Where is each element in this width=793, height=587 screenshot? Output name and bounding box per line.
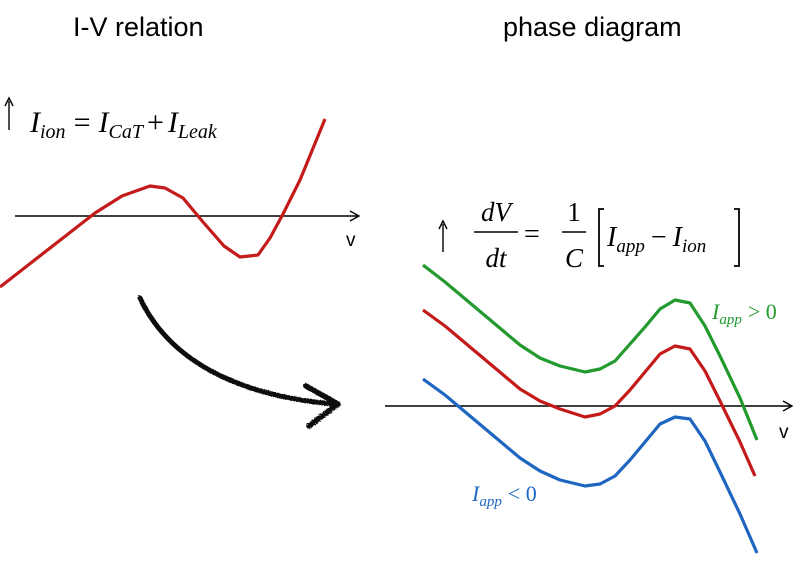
phase-diagram-title: phase diagram	[503, 12, 682, 42]
iv-relation-title: I-V relation	[73, 12, 204, 42]
eq-dv: dV	[481, 197, 515, 227]
eq-iion-sub: ion	[682, 236, 706, 257]
iv-term2-sub: Leak	[177, 121, 218, 143]
iv-plus: +	[147, 106, 164, 139]
transition-arrow	[137, 295, 341, 429]
label-iapp-negative: Iapp< 0	[471, 481, 537, 510]
eq-one: 1	[567, 197, 581, 227]
eq-c: C	[565, 243, 584, 273]
iv-lhs-sub: ion	[40, 121, 66, 143]
eq-iapp-sub: app	[616, 236, 645, 257]
eq-minus: −	[651, 222, 667, 253]
phase-up-arrow	[438, 219, 448, 252]
phase-x-axis-label: v	[779, 422, 789, 443]
iv-curve	[0, 118, 327, 289]
eq-right-bracket	[734, 208, 740, 267]
iv-equals: =	[74, 106, 91, 139]
phase-equation: dV dt = 1 C Iapp−Iion	[474, 197, 740, 273]
eq-iapp-symbol: I	[606, 222, 618, 253]
label-iapp-positive: Iapp> 0	[711, 299, 777, 328]
iv-term1-symbol: I	[97, 106, 110, 139]
blue-curve-iapp-negative	[422, 377, 759, 554]
iv-equation: Iion=ICaT+ILeak	[29, 106, 218, 143]
eq-dt: dt	[485, 243, 508, 273]
iv-term2-symbol: I	[167, 106, 180, 139]
green-curve-iapp-positive	[422, 263, 759, 441]
iv-x-axis	[15, 210, 361, 222]
iv-lhs-symbol: I	[29, 106, 42, 139]
eq-bracket-content: Iapp−Iion	[606, 222, 706, 257]
iv-x-axis-label: v	[346, 230, 356, 251]
eq-left-bracket	[598, 208, 604, 267]
iv-term1-sub: CaT	[108, 121, 144, 143]
eq-iion-symbol: I	[672, 222, 684, 253]
eq-equals: =	[524, 219, 540, 250]
iv-up-arrow	[4, 96, 14, 130]
red-curve	[422, 308, 757, 477]
phase-x-axis	[385, 400, 793, 412]
